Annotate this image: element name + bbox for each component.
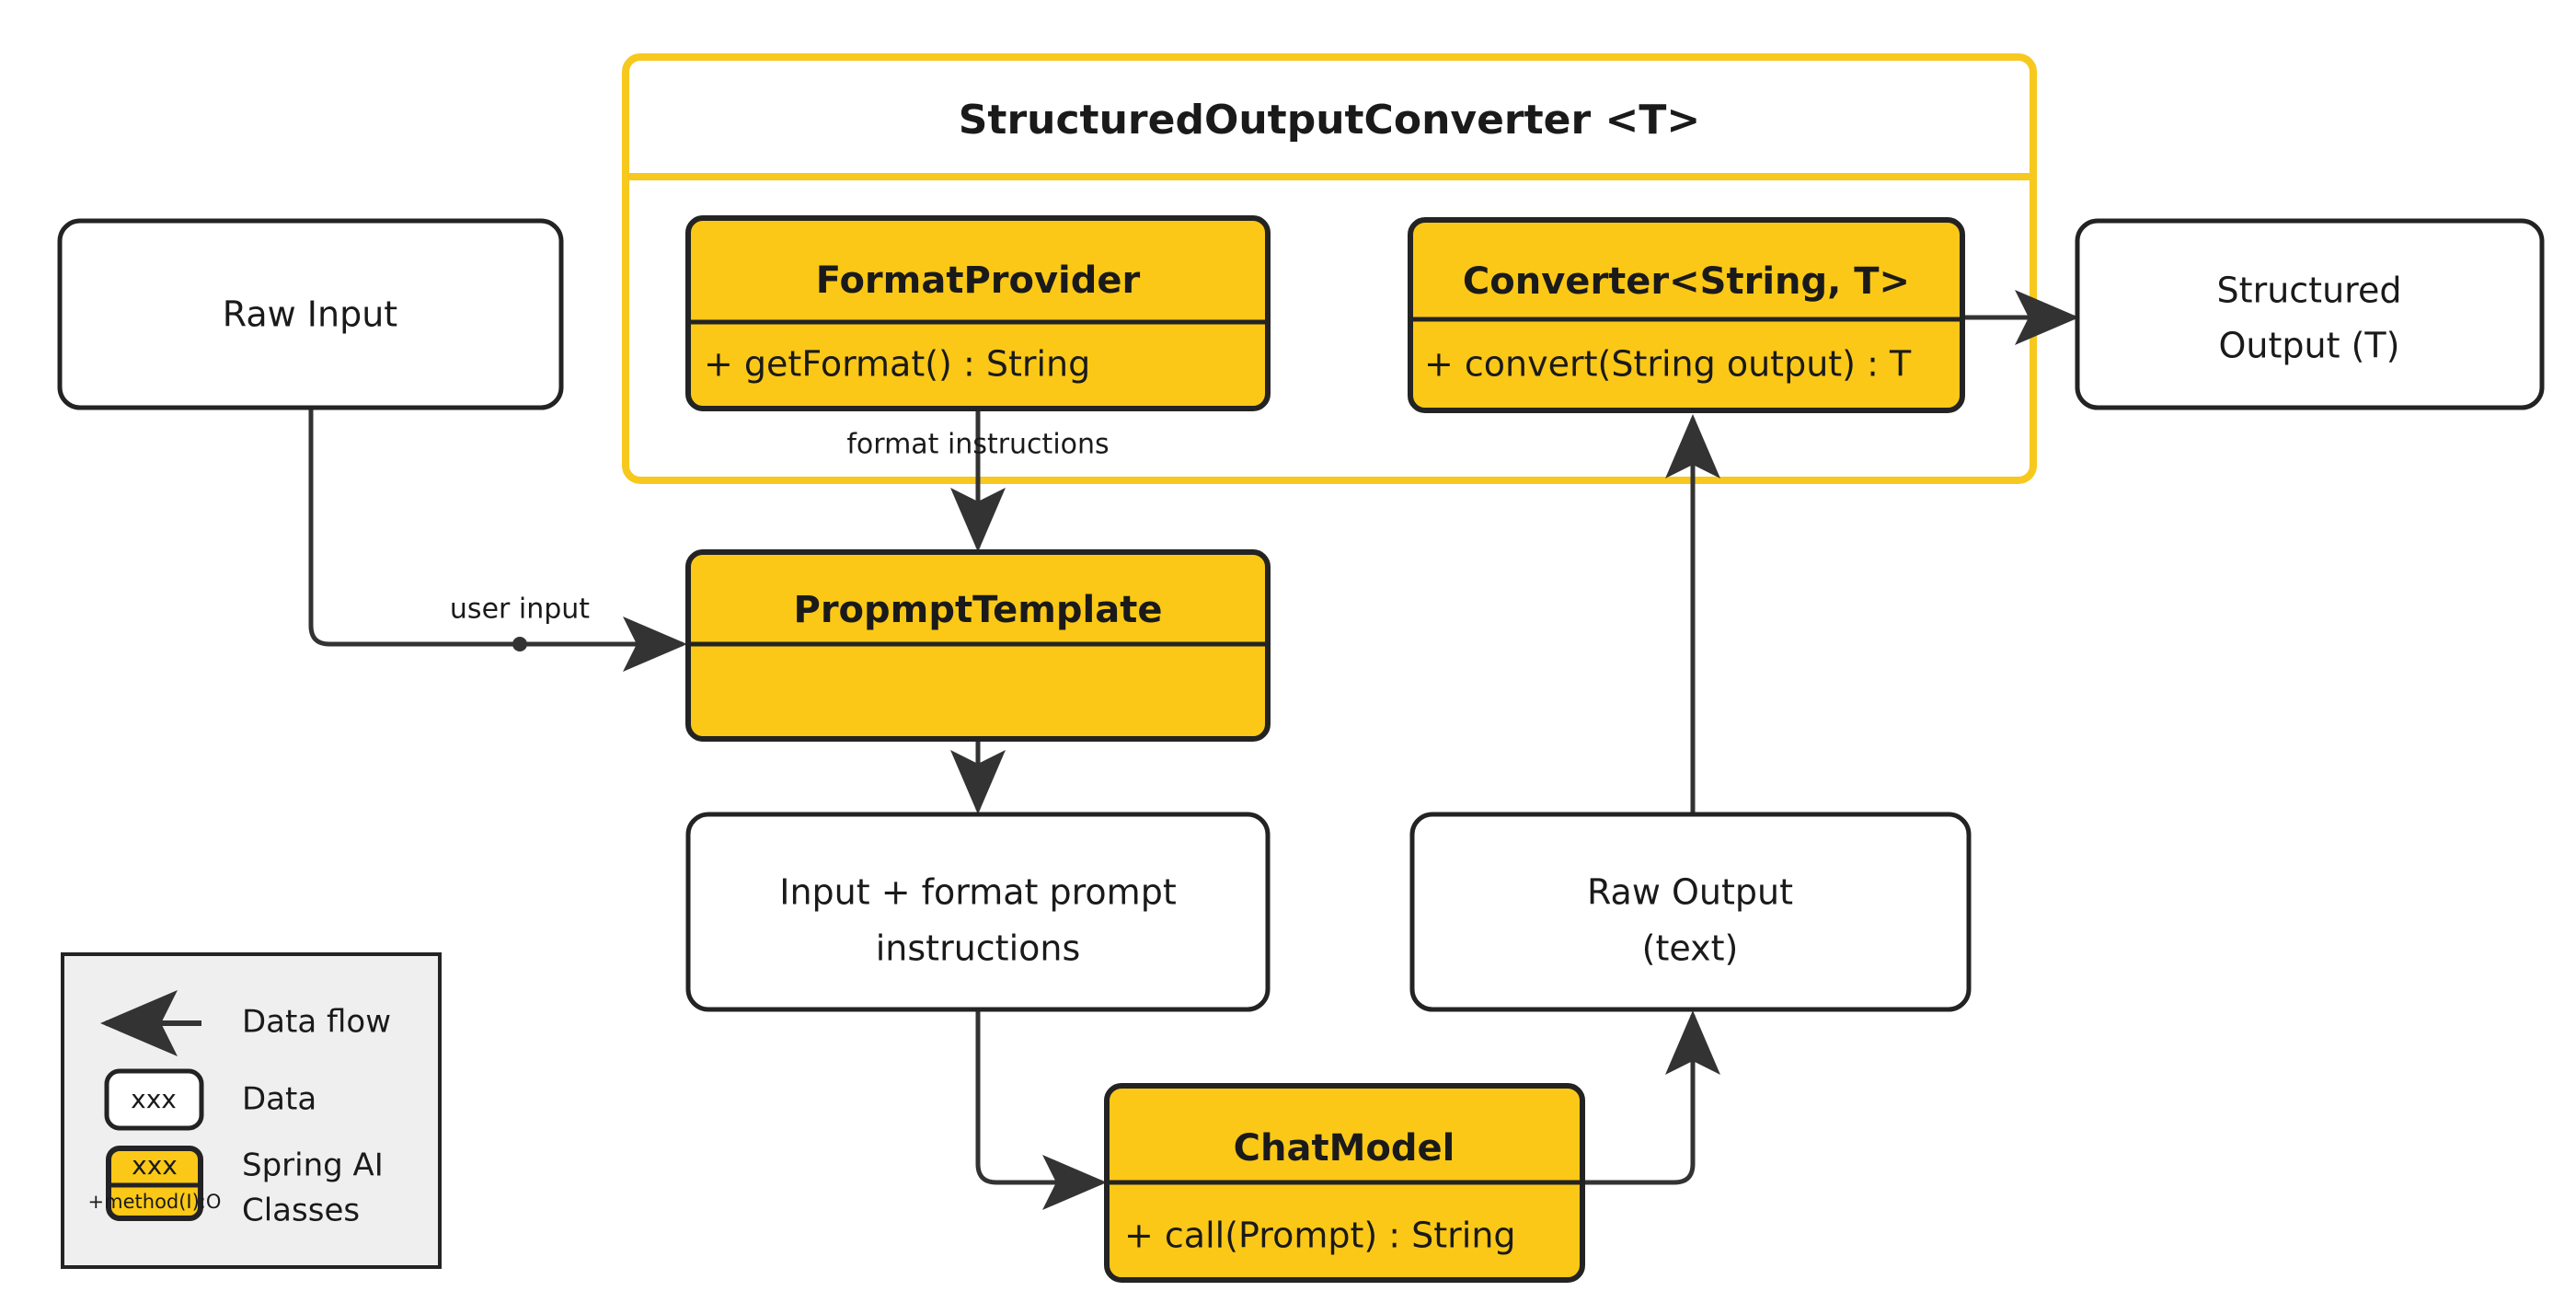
node-input-format-prompt[interactable]: Input + format prompt instructions [685,812,1271,1012]
legend-item-data-flow: Data flow [100,990,391,1056]
edge-label-format-instructions: format instructions [846,429,1109,461]
node-raw-input[interactable]: Raw Input [57,218,564,410]
raw-input-box[interactable] [57,218,564,410]
container-title: StructuredOutputConverter <T> [959,97,1701,144]
node-raw-output[interactable]: Raw Output (text) [1409,812,1972,1012]
chat-model-method: + call(Prompt) : String [1124,1216,1516,1256]
raw-output-line1: Raw Output [1587,872,1793,913]
structured-output-line1: Structured [2217,271,2402,311]
legend-panel: Data flow xxx Data xxx +method(I):O Spri… [61,952,442,1269]
input-format-prompt-line1: Input + format prompt [779,872,1176,913]
format-provider-box[interactable] [685,215,1271,411]
legend-label-data: Data [242,1081,316,1118]
container-border [622,53,2037,484]
converter-box[interactable] [1408,217,1965,413]
prompt-template-title: PropmptTemplate [794,589,1163,631]
raw-input-label: Raw Input [223,294,397,335]
structured-output-converter-container: StructuredOutputConverter <T> [622,53,2037,484]
edges-layer [308,290,2079,1210]
node-chat-model[interactable]: ChatModel + call(Prompt) : String [1104,1083,1585,1283]
node-format-provider[interactable]: FormatProvider + getFormat() : String [685,215,1271,411]
legend-item-data: xxx Data [104,1068,316,1131]
node-prompt-template[interactable]: PropmptTemplate [685,549,1271,742]
input-format-prompt-box[interactable] [685,812,1271,1012]
node-structured-output[interactable]: Structured Output (T) [2075,218,2545,410]
legend-label-data-flow: Data flow [242,1004,391,1041]
structured-output-line2: Output (T) [2219,326,2400,366]
legend-sample-data-box [104,1068,204,1131]
edge-waypoint-dot [512,637,527,651]
edge-raw-input-to-prompt-template [308,407,687,672]
legend-label-spring-ai-line1: Spring AI [242,1147,384,1184]
edge-input-format-to-chat-model [975,1009,1107,1210]
legend-label-spring-ai-line2: Classes [242,1193,360,1229]
legend-item-spring-ai-classes: xxx +method(I):O Spring AI Classes [88,1146,384,1229]
format-provider-title: FormatProvider [816,259,1141,302]
structured-output-box[interactable] [2075,218,2545,410]
raw-output-box[interactable] [1409,812,1972,1012]
input-format-prompt-line2: instructions [876,928,1081,969]
legend-sample-class-title: xxx [132,1150,178,1181]
chat-model-title: ChatModel [1234,1127,1455,1170]
raw-output-line2: (text) [1642,928,1739,969]
legend-sample-class-method: +method(I):O [88,1191,222,1213]
legend-sample-data-text: xxx [131,1084,177,1114]
converter-title: Converter<String, T> [1463,260,1910,303]
node-converter[interactable]: Converter<String, T> + convert(String ou… [1408,217,1965,413]
format-provider-method: + getFormat() : String [704,344,1090,385]
edge-chat-model-to-raw-output [1582,1010,1720,1185]
edge-label-user-input: user input [450,594,590,626]
converter-method: + convert(String output) : T [1424,344,1912,385]
